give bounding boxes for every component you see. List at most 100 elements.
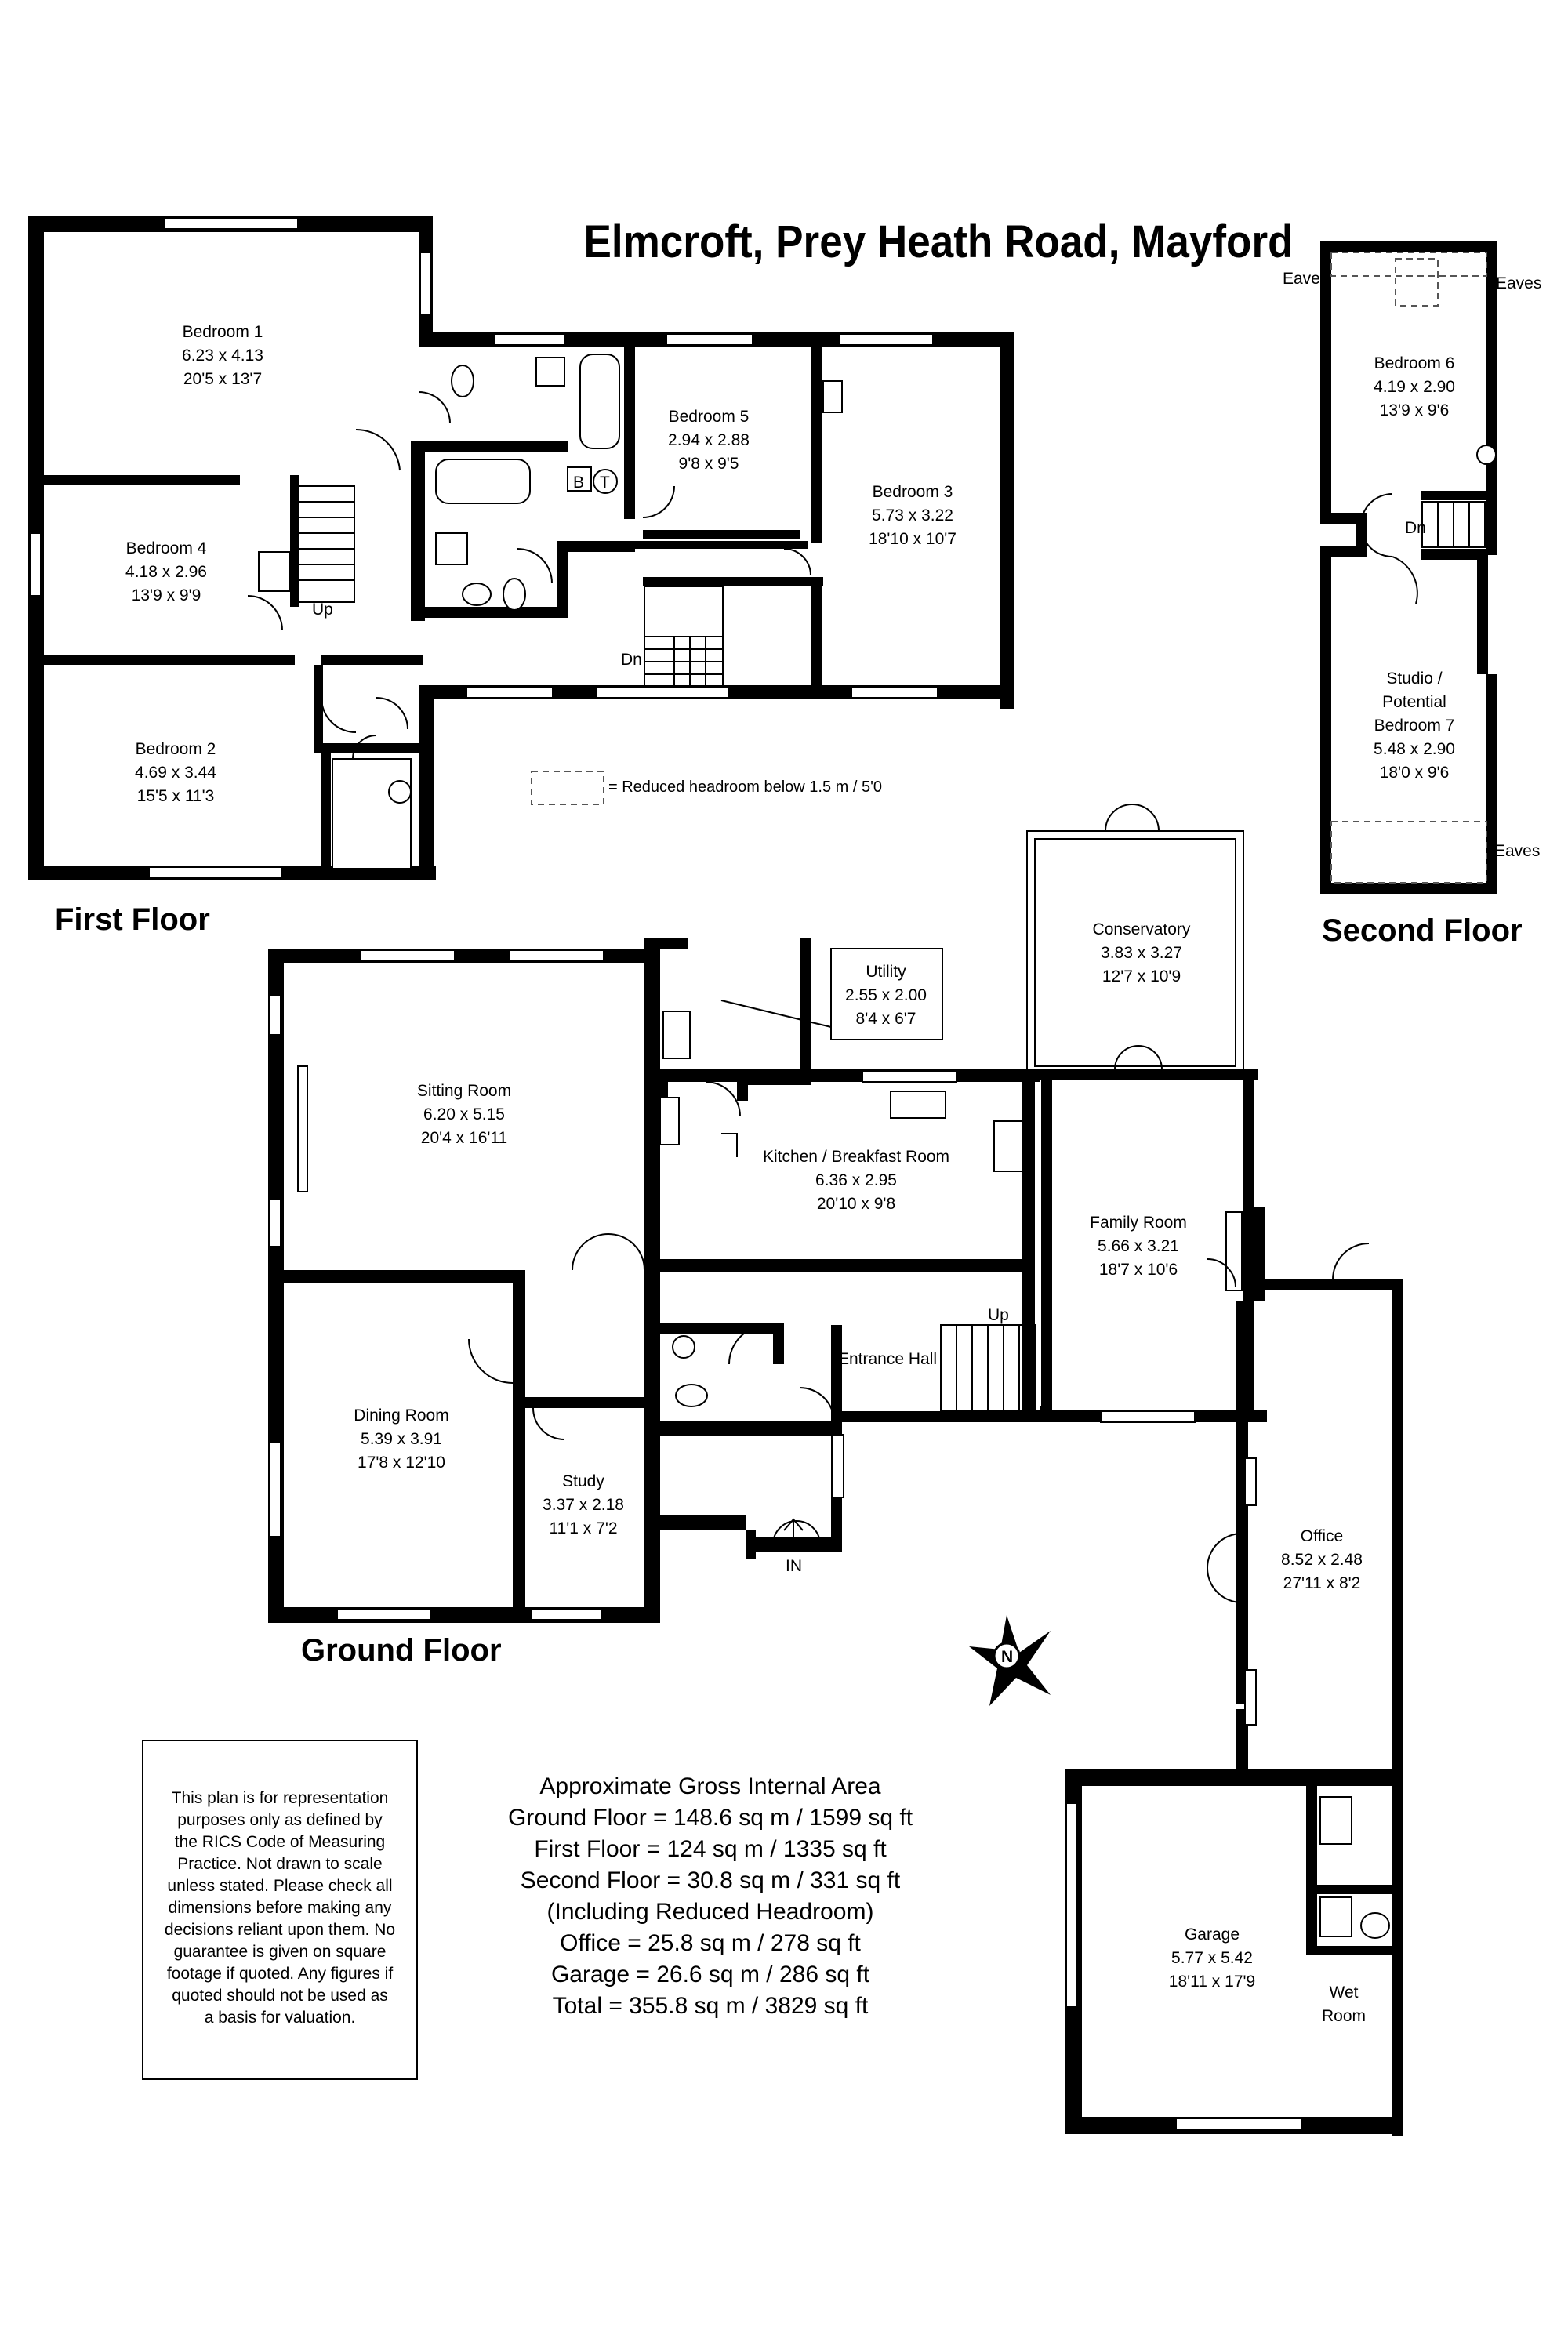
hob [993,1120,1023,1172]
window [1065,1802,1078,2008]
disclaimer-line: guarantee is given on square [174,1943,387,1961]
wall [651,1069,1033,1082]
area-second: Second Floor = 30.8 sq m / 331 sq ft [521,1867,901,1893]
wall [411,441,425,621]
disclaimer-line: Practice. Not drawn to scale [177,1855,382,1873]
shower [332,758,412,869]
wall [811,347,822,543]
wall [1022,1069,1035,1422]
ground-floor-plan: IN N Utility 2.55 x 2.00 8'4 x 6'7 Conse… [268,804,1403,2136]
door [532,1407,565,1440]
reduced-headroom-swatch [531,771,604,805]
kitchen-imperial: 20'10 x 9'8 [817,1195,895,1213]
wall [644,1259,1029,1272]
disclaimer-line: dimensions before making any [169,1899,392,1917]
study-metric: 3.37 x 2.18 [543,1496,624,1514]
basin [258,551,291,592]
stairs-up-label: Up [988,1306,1009,1324]
wetroom-line2: Room [1322,2007,1366,2025]
area-garage: Garage = 26.6 sq m / 286 sq ft [551,1962,870,1987]
basin [672,1335,695,1359]
bedroom4-metric: 4.18 x 2.96 [125,563,207,581]
wall [321,655,423,665]
reduced-headroom-area [1330,821,1487,884]
wall [1421,491,1486,500]
wall [773,1323,784,1364]
wall [831,1325,842,1411]
door [352,735,377,760]
disclaimer-line: the RICS Code of Measuring [175,1833,385,1851]
kitchen-sink [890,1091,946,1119]
compass-icon: N [969,1615,1051,1706]
wall [1065,1769,1402,1786]
wall [1236,1709,1248,1780]
basin [1319,1896,1352,1937]
wall [1306,1885,1392,1894]
door [728,1324,769,1365]
wall [1486,674,1497,894]
stairs [1421,501,1486,548]
family-metric: 5.66 x 3.21 [1098,1237,1179,1255]
studio-metric: 5.48 x 2.90 [1374,740,1455,758]
office-imperial: 27'11 x 8'2 [1283,1574,1361,1592]
area-total: Total = 355.8 sq m / 3829 sq ft [553,1993,869,2019]
wall [44,475,240,485]
wall [284,1270,519,1283]
wall [842,1411,1043,1422]
reduced-headroom-legend: = Reduced headroom below 1.5 m / 5'0 [608,779,882,796]
kitchen-metric: 6.36 x 2.95 [815,1171,897,1189]
wall [1421,549,1486,560]
bedroom5-name: Bedroom 5 [669,408,750,426]
garage-metric: 5.77 x 5.42 [1171,1949,1253,1967]
wall [644,938,688,949]
sitting-imperial: 20'4 x 16'11 [421,1129,507,1147]
wall [321,753,331,872]
sitting-metric: 6.20 x 5.15 [423,1105,505,1123]
wall [648,1323,773,1334]
wall [648,1323,659,1411]
stairs-down-label: Dn [1405,519,1426,537]
disclaimer-line: a basis for valuation. [205,2009,356,2027]
wall [1320,883,1497,894]
door [783,548,811,576]
callout-line [720,1000,832,1028]
page-title: Elmcroft, Prey Heath Road, Mayford [584,216,1294,267]
wall [1306,1783,1317,1955]
wall [1035,1069,1040,1082]
wall [1000,332,1014,709]
eaves-label-left: Eaves [1283,270,1328,288]
bedroom1-name: Bedroom 1 [183,323,263,341]
reduced-headroom-area [1330,252,1487,277]
door [418,391,451,424]
wall [1041,1069,1052,1406]
dining-imperial: 17'8 x 12'10 [358,1454,445,1472]
utility-imperial: 8'4 x 6'7 [856,1010,916,1028]
bedroom1-imperial: 20'5 x 13'7 [183,370,262,388]
bedroom3-name: Bedroom 3 [873,483,953,501]
door [1207,1533,1243,1569]
door [247,595,283,631]
wall [1320,546,1331,891]
window [269,995,281,1036]
hall-name: Entrance Hall [838,1350,937,1368]
kitchen-name: Kitchen / Breakfast Room [763,1148,949,1166]
disclaimer-line: unless stated. Please check all [167,1877,392,1895]
disclaimer-line: footage if quoted. Any figures if [167,1965,394,1983]
window [595,686,730,699]
bedroom3-metric: 5.73 x 3.22 [872,506,953,524]
window [1100,1410,1196,1423]
first-floor-plan: B T Bedroom 1 6.23 x 4.13 20'5 x 13'7 [28,216,1014,937]
arrow [721,1133,738,1157]
eaves-label-right: Eaves [1496,274,1541,292]
garage-imperial: 18'11 x 17'9 [1169,1973,1255,1991]
utility-metric: 2.55 x 2.00 [845,986,927,1004]
door [1360,493,1393,557]
area-summary: Approximate Gross Internal Area Ground F… [508,1773,913,2019]
dining-metric: 5.39 x 3.91 [361,1430,442,1448]
first-floor-label: First Floor [55,902,210,937]
wall [746,1530,756,1559]
bedroom1-metric: 6.23 x 4.13 [182,347,263,365]
area-office: Office = 25.8 sq m / 278 sq ft [560,1930,861,1956]
wall [1320,546,1367,557]
door [799,1387,835,1423]
